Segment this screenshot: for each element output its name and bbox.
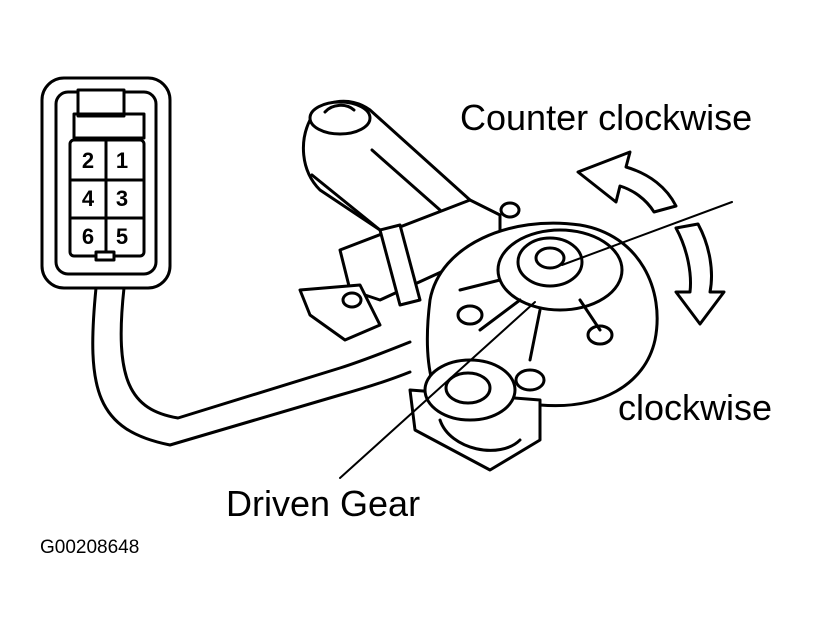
driven-gear-assembly xyxy=(408,358,542,472)
leader-line-gear-center xyxy=(561,201,733,266)
connector-pin: 1 xyxy=(115,148,129,173)
connector-pin: 4 xyxy=(81,186,95,211)
leader-line-driven-gear xyxy=(339,301,536,479)
connector-pin: 2 xyxy=(81,148,95,173)
clockwise-arrow-icon xyxy=(674,222,726,326)
counter-clockwise-arrow-icon xyxy=(576,150,678,214)
wire-harness xyxy=(91,286,412,447)
connector-pin: 6 xyxy=(81,224,95,249)
driven-gear-label: Driven Gear xyxy=(226,483,421,524)
counter-clockwise-label: Counter clockwise xyxy=(460,97,753,138)
connector-housing xyxy=(40,76,172,290)
clockwise-label: clockwise xyxy=(618,387,773,428)
figure-code: G00208648 xyxy=(40,537,140,558)
connector-pin: 3 xyxy=(115,186,129,211)
motor-body xyxy=(301,99,472,252)
connector-pin: 5 xyxy=(115,224,129,249)
